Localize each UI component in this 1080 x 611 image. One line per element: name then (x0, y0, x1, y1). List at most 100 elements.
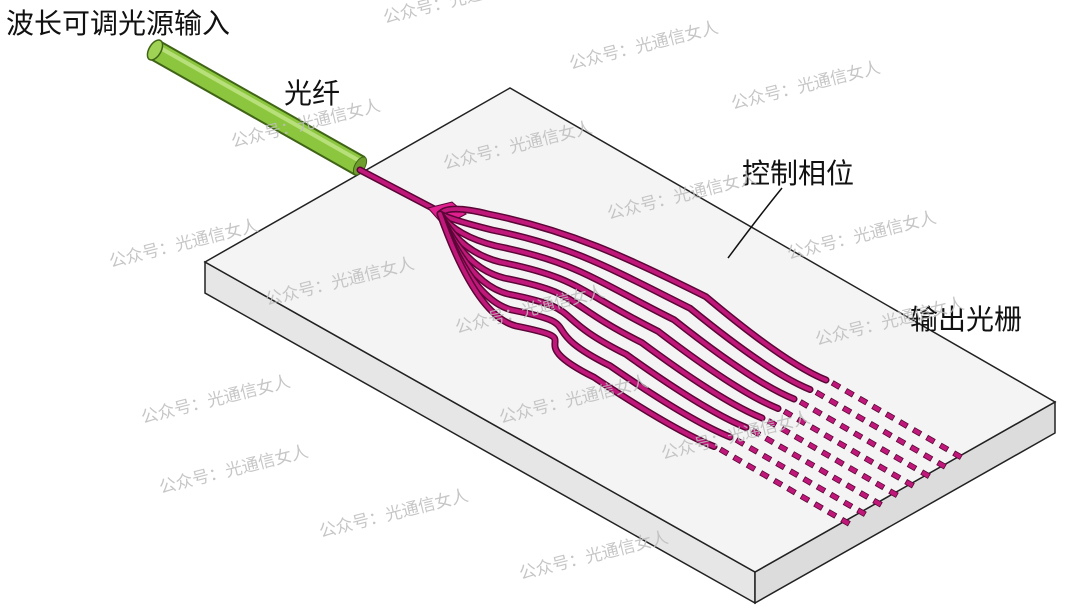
grating-element (855, 413, 866, 423)
waveguide-array (436, 205, 830, 450)
grating-element (911, 427, 923, 437)
grating-element (825, 414, 837, 425)
grating-element (845, 482, 856, 492)
optical-fiber (146, 39, 368, 176)
grating-element (839, 422, 850, 433)
grating-element (877, 463, 888, 473)
grating-element (786, 485, 797, 496)
waveguide-7 (438, 212, 732, 439)
grating-element (734, 437, 746, 447)
grating-element (804, 458, 816, 469)
grating-element (844, 388, 855, 398)
grating-element (847, 465, 859, 475)
grating-element (775, 460, 786, 471)
grating-element (834, 457, 845, 467)
grating-element (890, 471, 902, 481)
grating-element (820, 449, 832, 459)
grating-element (920, 469, 931, 479)
grating-element (904, 478, 915, 489)
grating-element (852, 430, 864, 440)
grating-element (898, 419, 909, 429)
grating-element (874, 480, 886, 491)
grating-element (884, 411, 896, 421)
grating-element (791, 451, 802, 461)
grating-element (772, 477, 784, 488)
grating-element (818, 466, 829, 477)
waveguide-2 (438, 212, 812, 392)
grating-element (759, 470, 770, 480)
grating-element (780, 426, 791, 436)
grating-element (882, 428, 893, 439)
waveguide-8 (438, 212, 716, 449)
waveguide-6 (438, 212, 748, 430)
grating-element (840, 516, 851, 527)
phase-control-leader (727, 187, 783, 259)
grating-element (856, 507, 867, 517)
grating-element (936, 459, 947, 470)
grating-element (815, 484, 827, 494)
grating-element (802, 476, 813, 486)
grating-element (807, 441, 818, 452)
output-grating-label: 输出光栅 (910, 303, 1023, 336)
grating-element (828, 397, 839, 408)
grating-element (764, 435, 775, 446)
grating-element (814, 389, 826, 400)
grating-element (782, 408, 794, 419)
grating-element (830, 380, 842, 390)
grating-element (750, 427, 762, 438)
grating-element (857, 395, 869, 406)
grating-array (718, 380, 963, 527)
grating-element (732, 454, 743, 465)
grating-element (793, 433, 805, 444)
chip-top-surface (203, 87, 1057, 573)
grating-element (952, 450, 963, 460)
grating-element (850, 447, 861, 458)
grating-element (866, 438, 877, 448)
grating-element (745, 462, 757, 472)
grating-element (872, 497, 883, 508)
grating-element (831, 474, 843, 485)
grating-element (861, 472, 872, 483)
grating-element (799, 493, 811, 504)
grating-element (829, 491, 840, 502)
grating-element (893, 453, 904, 464)
phase-control-label: 控制相位 (742, 157, 855, 190)
grating-element (836, 439, 848, 450)
grating-element (809, 424, 821, 434)
grating-element (841, 405, 853, 415)
grating-element (871, 403, 882, 414)
grating-element (925, 434, 936, 445)
grating-element (812, 407, 823, 417)
grating-element (879, 446, 891, 456)
grating-element (766, 418, 778, 428)
grating-element (813, 501, 824, 511)
grating-element (868, 420, 880, 431)
grating-element (777, 443, 789, 453)
fiber-label: 光纤 (284, 77, 341, 110)
input-source-label: 波长可调光源输入 (6, 7, 231, 40)
waveguide-4 (438, 212, 780, 411)
grating-element (761, 452, 773, 463)
waveguide-3 (438, 212, 796, 401)
grating-element (909, 444, 920, 454)
grating-element (863, 455, 875, 466)
grating-element (826, 509, 838, 519)
grating-element (842, 499, 854, 510)
grating-element (823, 432, 834, 442)
grating-element (938, 442, 950, 453)
grating-element (788, 468, 800, 478)
grating-element (796, 416, 807, 427)
input-waveguide (356, 166, 444, 216)
grating-element (895, 436, 907, 447)
grating-element (748, 445, 759, 455)
waveguide-1 (438, 207, 828, 382)
grating-element (798, 399, 810, 409)
waveguide-5 (438, 212, 764, 420)
grating-element (888, 488, 899, 498)
grating-element (922, 452, 934, 462)
grating-element (858, 490, 870, 500)
grating-element (718, 446, 730, 457)
grating-element (906, 461, 918, 472)
